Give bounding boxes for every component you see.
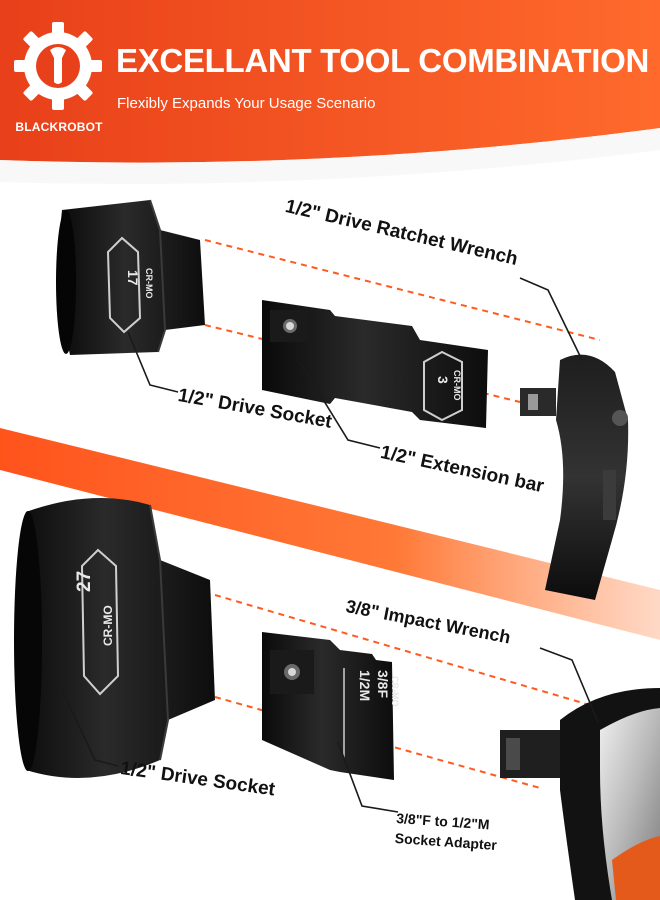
engraving-27-size: 27 — [74, 571, 95, 592]
engraving-ext-material: CR-MO — [452, 370, 462, 401]
ratchet-wrench — [520, 354, 629, 600]
engraving-27-material: CR-MO — [101, 605, 115, 646]
brand-name: BLACKROBOT — [15, 120, 103, 134]
engraving-adapter: 1/2M 3/8F CR-MO — [357, 670, 400, 707]
diagonal-stripe — [0, 428, 660, 640]
label-socket-adapter: 3/8"F to 1/2"M Socket Adapter — [394, 808, 499, 855]
extension-bar — [262, 300, 488, 428]
headline: EXCELLANT TOOL COMBINATION — [116, 42, 650, 79]
alignment-lines-top — [204, 239, 601, 403]
engraving-adapter-male: 1/2M — [357, 670, 373, 701]
impact-wrench — [500, 688, 660, 900]
engraving-17-material: CR-MO — [144, 268, 154, 299]
engraving-17-size: 17 — [125, 270, 141, 286]
gear-wrench-logo-icon — [14, 22, 102, 110]
engraving-extension: 3 CR-MO — [435, 370, 462, 401]
header-band — [0, 0, 660, 163]
engraving-adapter-female: 3/8F — [375, 670, 391, 698]
socket-adapter — [262, 632, 394, 780]
socket-17mm — [56, 199, 206, 355]
engraving-socket-17: 17 CR-MO — [125, 268, 154, 299]
engraving-adapter-material: CR-MO — [390, 676, 400, 707]
subheadline: Flexibly Expands Your Usage Scenario — [117, 95, 376, 112]
engraving-socket-27: 27 CR-MO — [74, 571, 115, 646]
socket-27mm — [14, 497, 215, 778]
engraving-ext-size: 3 — [435, 376, 451, 384]
leader-lines — [61, 277, 599, 813]
